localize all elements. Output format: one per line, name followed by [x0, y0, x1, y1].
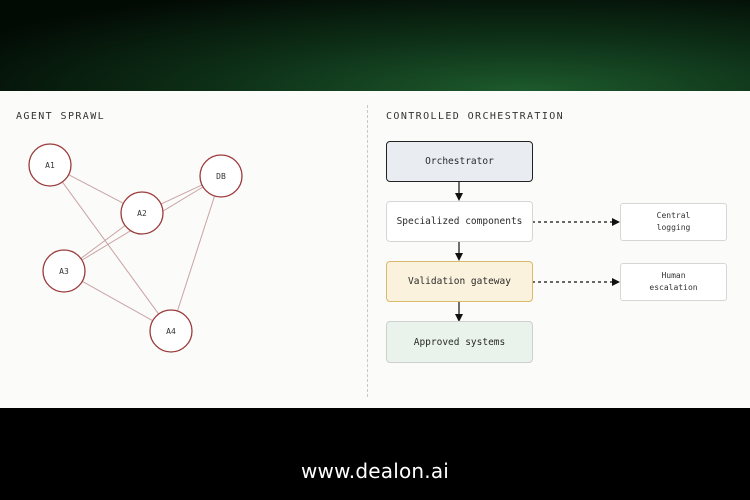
edge-a3-a4: [82, 280, 153, 322]
human-escalation-box: Human escalation: [620, 263, 727, 301]
controlled-orchestration-title: CONTROLLED ORCHESTRATION: [386, 111, 565, 122]
edge-a1-a4: [61, 181, 160, 315]
edge-db-a4: [176, 195, 216, 312]
node-label-a3: A3: [59, 267, 69, 276]
node-a4: [149, 309, 193, 353]
diagram-panel: [0, 91, 750, 408]
specialized-components-box: Specialized components: [386, 201, 533, 242]
node-label-a2: A2: [137, 209, 147, 218]
footer-url: www.dealon.ai: [300, 459, 450, 483]
edge-a1-a2: [68, 174, 124, 204]
edge-a2-a3: [80, 225, 126, 259]
validation-gateway-box: Validation gateway: [386, 261, 533, 302]
node-a2: [120, 191, 164, 235]
orchestrator-box: Orchestrator: [386, 141, 533, 182]
edge-a2-db: [160, 184, 203, 205]
node-a1: [28, 143, 72, 187]
sprawl-edges: [61, 174, 216, 322]
header-gradient-band: [0, 0, 750, 91]
central-logging-box: Central logging: [620, 203, 727, 241]
agent-sprawl-title: AGENT SPRAWL: [16, 111, 106, 122]
section-divider: [367, 105, 368, 397]
footer-band: [0, 408, 750, 500]
node-label-db: DB: [216, 172, 226, 181]
node-a3: [42, 249, 86, 293]
approved-systems-box: Approved systems: [386, 321, 533, 363]
node-label-a1: A1: [45, 161, 55, 170]
node-label-a4: A4: [166, 327, 176, 336]
node-db: [199, 154, 243, 198]
